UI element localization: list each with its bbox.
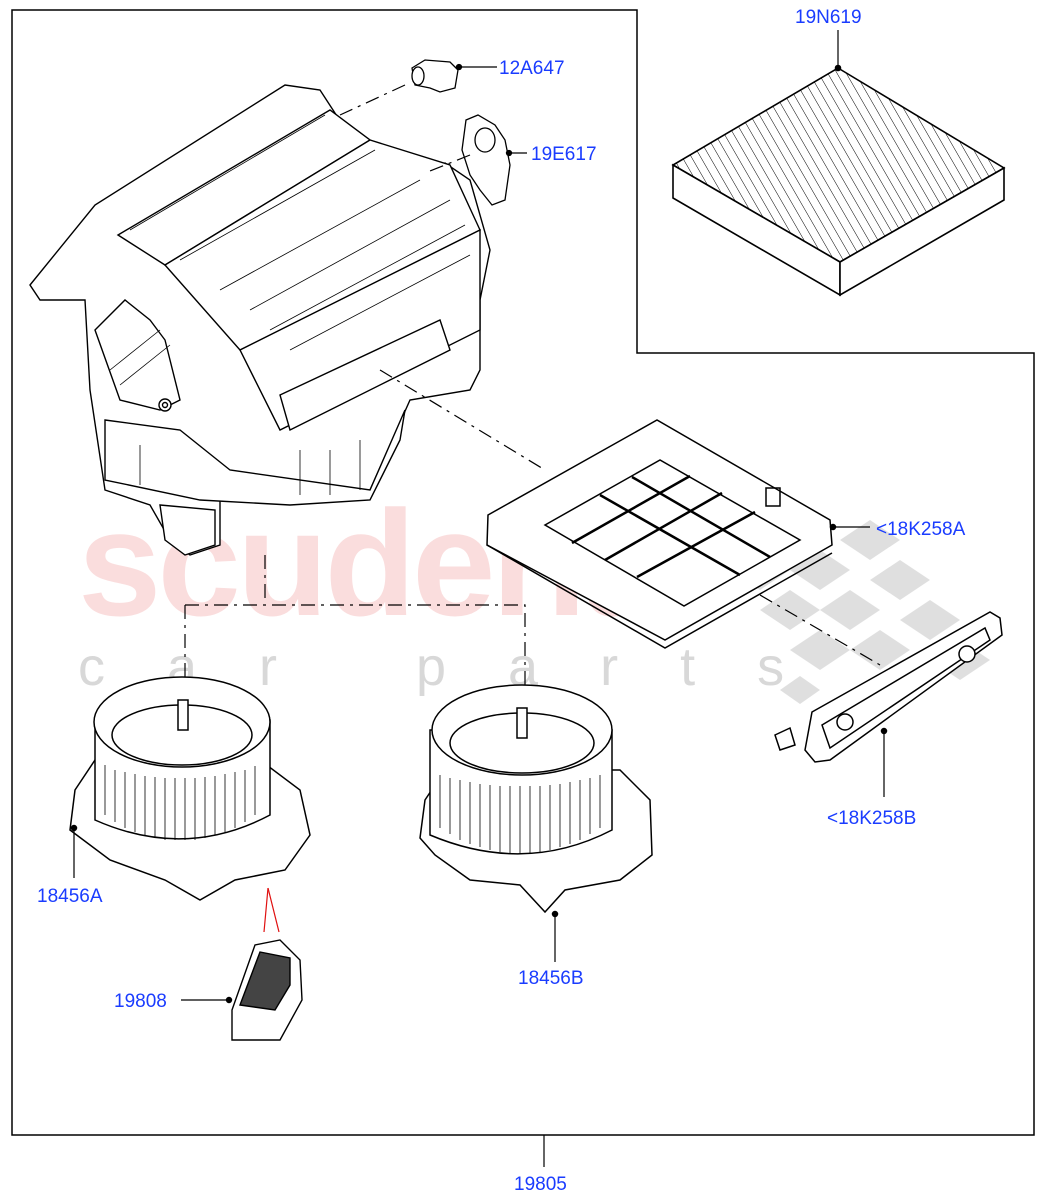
filter-cover-18K258B-drawing [774,611,1003,763]
callout-18K258B[interactable]: <18K258B [827,808,917,829]
blower-resistor-19808-drawing [225,939,303,1041]
callout-19E617[interactable]: 19E617 [531,144,597,165]
actuator-12A647-drawing [411,59,463,93]
resistor-leader-lines [263,887,280,933]
callout-19805[interactable]: 19805 [514,1174,567,1195]
cabin-filter-19N619-drawing [671,64,1006,297]
callout-18456B[interactable]: 18456B [518,968,584,989]
blower-motor-18456A-drawing [69,676,311,901]
callout-19N619[interactable]: 19N619 [795,7,862,28]
assembly-centerlines [184,555,526,700]
callout-19808[interactable]: 19808 [114,991,167,1012]
callout-18456A[interactable]: 18456A [37,886,103,907]
blower-fins-18456A [104,765,256,840]
blower-motor-18456B-drawing [419,684,653,918]
actuator-19E617-drawing [461,114,513,206]
hvac-housing-drawing [29,84,491,556]
filter-tray-18K258A-drawing [486,419,837,649]
callout-18K258A[interactable]: <18K258A [876,519,966,540]
blower-fins-18456B [439,775,601,853]
assembly-frame [11,9,1035,1136]
callout-12A647[interactable]: 12A647 [499,58,565,79]
